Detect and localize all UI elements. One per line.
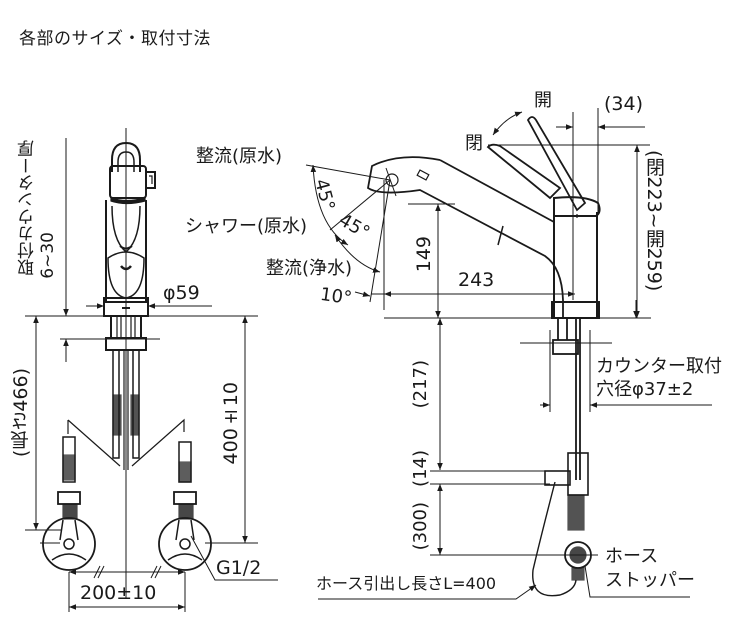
counter-thickness-value: 6~30	[38, 232, 58, 279]
hose-stopper-line2: ストッパー	[605, 570, 695, 591]
hose-length-label: ホース引出し長さL=400	[316, 574, 497, 593]
hole-label-line1: カウンター取付	[596, 356, 722, 377]
mode-shower-raw-label: シャワー(原水)	[185, 216, 308, 237]
lever-offset-label: (34)	[604, 93, 644, 115]
front-view-dimensions	[25, 138, 278, 612]
side-view-faucet	[367, 116, 601, 597]
hose-stopper-line1: ホース	[605, 546, 659, 567]
below-counter-300-label: (300)	[410, 502, 431, 551]
mode-stream-raw-label: 整流(原水)	[196, 146, 283, 167]
spout-reach-label: 243	[458, 269, 495, 291]
side-view-dimensions	[305, 108, 712, 600]
lever-open-label: 開	[534, 90, 552, 111]
below-counter-217-label: (217)	[410, 360, 431, 409]
below-counter-14-label: (14)	[410, 450, 431, 487]
base-diameter-label: φ59	[163, 282, 200, 304]
length-466-label: (長さ466)	[10, 368, 32, 458]
page-title: 各部のサイズ・取付寸法	[19, 29, 211, 49]
thread-size-label: G1/2	[216, 557, 262, 579]
spout-height-label: 149	[413, 236, 435, 273]
lever-closed-label: 閉	[465, 133, 483, 154]
supply-height-label: 400±10	[220, 382, 242, 465]
mode-stream-purified-label: 整流(浄水)	[266, 258, 353, 279]
front-view-faucet	[42, 128, 212, 598]
hole-label-line2: 穴径φ37±2	[596, 379, 694, 400]
counter-thickness-label: 取付カウンター厚	[18, 140, 38, 276]
supply-spacing-label: 200±10	[80, 582, 157, 604]
angle-3-label: 10°	[318, 283, 354, 310]
height-range-label: (閉223~開259)	[643, 150, 665, 292]
